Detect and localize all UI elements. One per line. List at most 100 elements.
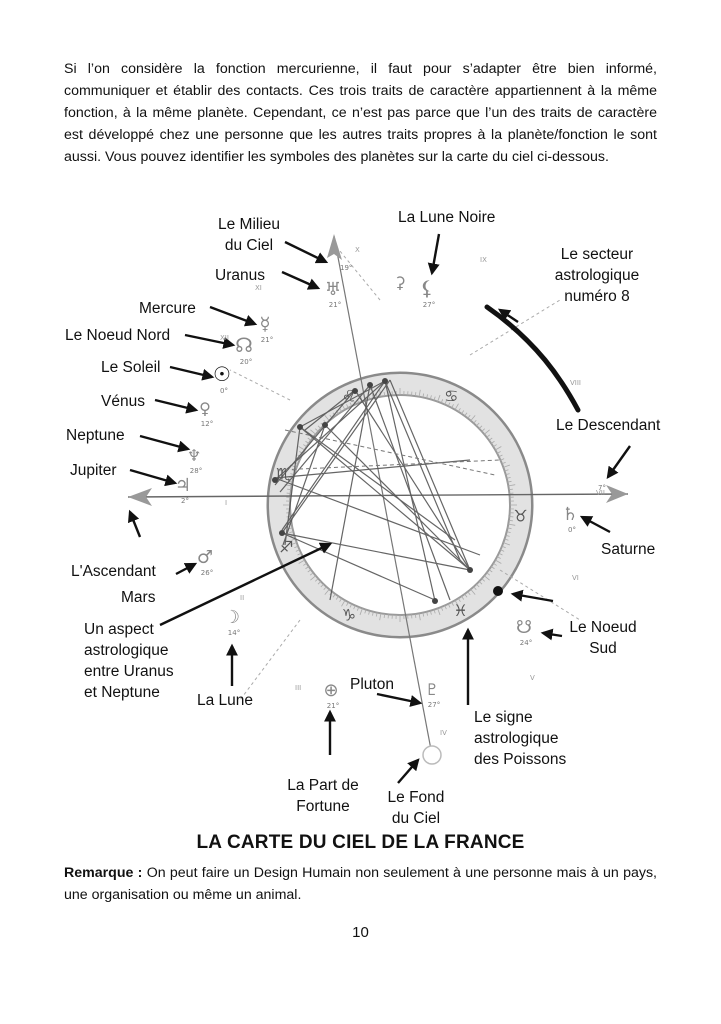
pluton-icon: ♇ bbox=[425, 680, 439, 699]
jupiter-icon: ♃ bbox=[175, 475, 191, 496]
aspect-dashed bbox=[284, 429, 496, 476]
house-number: VII bbox=[596, 489, 605, 497]
page-number: 10 bbox=[352, 924, 369, 941]
degree-tick bbox=[305, 566, 310, 570]
aspect-lines bbox=[274, 379, 481, 602]
ceres-icon: ⚳ bbox=[394, 273, 406, 292]
zodiac-sign: ♐ bbox=[279, 537, 293, 556]
degree-tick bbox=[437, 608, 441, 616]
degree-tick bbox=[504, 538, 509, 541]
planet-degree: 2° bbox=[181, 497, 189, 505]
degree-tick bbox=[307, 569, 312, 573]
house-number: VIII bbox=[570, 379, 581, 387]
degree-tick bbox=[289, 531, 294, 533]
degree-tick bbox=[303, 444, 307, 448]
degree-tick bbox=[507, 480, 512, 483]
degree-tick bbox=[478, 581, 483, 585]
degree-tick bbox=[422, 612, 425, 617]
label-line: Le Noeud bbox=[569, 619, 637, 636]
degree-tick bbox=[426, 394, 428, 399]
degree-tick bbox=[451, 601, 454, 606]
label-line: La Part de bbox=[287, 777, 359, 794]
sector-8-arc bbox=[484, 304, 581, 413]
degree-tick bbox=[444, 605, 447, 610]
degree-tick bbox=[315, 428, 319, 432]
planet-degree: 28° bbox=[190, 467, 202, 475]
degree-tick bbox=[287, 488, 292, 491]
planet-degree: 0° bbox=[568, 526, 576, 534]
degree-tick bbox=[317, 425, 322, 429]
ic-circle bbox=[422, 745, 442, 765]
degree-tick bbox=[495, 559, 502, 564]
degree-tick bbox=[349, 603, 353, 608]
degree-tick bbox=[433, 609, 436, 614]
degree-tick bbox=[461, 595, 465, 600]
degree-tick bbox=[508, 523, 516, 526]
saturne-icon: ♄ bbox=[562, 504, 578, 525]
degree-tick bbox=[339, 408, 343, 412]
planet-degree: 21° bbox=[261, 336, 273, 344]
planet-degree: 26° bbox=[201, 569, 213, 577]
degree-tick bbox=[481, 578, 485, 582]
house-cusp bbox=[499, 569, 581, 621]
degree-tick bbox=[429, 610, 432, 615]
ascendant-axis-arrow bbox=[128, 488, 152, 506]
degree-tick bbox=[493, 562, 497, 566]
degree-tick bbox=[476, 583, 480, 588]
noeud-nord-icon: ☊ bbox=[235, 333, 253, 357]
planet-degree: 27° bbox=[423, 301, 435, 309]
degree-tick bbox=[470, 415, 476, 421]
degree-tick bbox=[375, 612, 378, 617]
degree-tick bbox=[508, 488, 513, 491]
degree-tick bbox=[414, 613, 417, 618]
venus-icon: ♀ bbox=[199, 399, 211, 418]
degree-tick bbox=[307, 437, 312, 441]
degree-tick bbox=[498, 552, 503, 556]
degree-tick bbox=[495, 446, 502, 451]
label-mars: Mars bbox=[121, 589, 156, 606]
degree-tick bbox=[488, 569, 493, 573]
label-signe-poissons: Le signe astrologique des Poissons bbox=[474, 707, 566, 770]
house-number: IV bbox=[440, 729, 447, 737]
house-number: XII bbox=[220, 334, 229, 342]
degree-tick bbox=[508, 519, 513, 522]
degree-tick bbox=[356, 606, 360, 611]
degree-tick bbox=[490, 440, 495, 444]
degree-tick bbox=[507, 527, 512, 530]
house-number: XI bbox=[255, 284, 262, 292]
label-noeud-nord: Le Noeud Nord bbox=[65, 327, 171, 344]
degree-tick bbox=[488, 437, 493, 441]
degree-tick bbox=[493, 444, 497, 448]
intro-paragraph: Si l’on considère la fonction mercurienn… bbox=[64, 61, 657, 165]
degree-tick bbox=[294, 545, 299, 549]
degree-tick bbox=[298, 446, 305, 451]
degree-tick bbox=[457, 598, 461, 602]
degree-tick bbox=[353, 605, 356, 610]
house-number: I bbox=[225, 499, 227, 507]
degree-tick bbox=[426, 611, 428, 616]
degree-tick bbox=[324, 589, 330, 595]
label-line: du Ciel bbox=[391, 810, 441, 827]
mercure-icon: ☿ bbox=[259, 314, 270, 335]
label-jupiter: Jupiter bbox=[70, 462, 117, 479]
note-text: On peut faire un Design Humain non seule… bbox=[64, 865, 658, 903]
label-line: Le Milieu bbox=[217, 216, 281, 233]
degree-tick bbox=[383, 613, 386, 618]
midheaven-axis bbox=[333, 235, 433, 756]
degree-tick bbox=[481, 428, 485, 432]
degree-tick bbox=[440, 606, 444, 611]
degree-tick bbox=[310, 429, 316, 435]
degree-tick bbox=[486, 572, 491, 576]
degree-tick bbox=[422, 393, 425, 398]
degree-tick bbox=[440, 399, 444, 404]
degree-tick bbox=[305, 440, 310, 444]
degree-tick bbox=[349, 402, 353, 407]
degree-tick bbox=[309, 572, 314, 576]
label-line: Le signe bbox=[474, 709, 533, 726]
descendant-axis-arrow bbox=[606, 485, 628, 503]
degree-tick bbox=[447, 603, 451, 608]
part-de-fortune-icon: ⊕ bbox=[323, 680, 338, 701]
house-number: II bbox=[240, 594, 244, 602]
planet-degree: 14° bbox=[228, 629, 240, 637]
label-aspect: Un aspect astrologique entre Uranus et N… bbox=[84, 619, 174, 703]
